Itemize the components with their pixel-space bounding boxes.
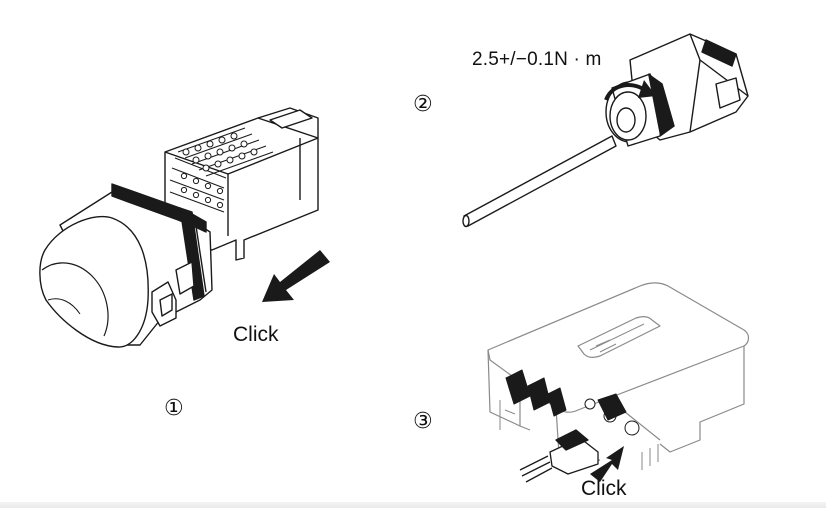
step-marker-2: ②: [413, 92, 433, 117]
step2-cable-illustration: [462, 33, 749, 228]
click-label-step1: Click: [233, 323, 279, 346]
connector-housing: [39, 183, 213, 348]
arrow-insert-icon: [262, 250, 330, 302]
step-marker-3: ③: [413, 409, 433, 434]
torque-spec-label: 2.5+/−0.1N · m: [472, 49, 602, 70]
step1-connector-illustration: [39, 107, 330, 348]
step-marker-1: ①: [164, 396, 184, 421]
arrow-insert-icon: [590, 446, 624, 482]
bottom-divider: [0, 502, 826, 508]
rotate-tighten-icon: [604, 80, 656, 101]
cable: [463, 135, 617, 227]
click-label-step3: Click: [581, 477, 627, 500]
step3-inverter-illustration: [487, 282, 750, 483]
